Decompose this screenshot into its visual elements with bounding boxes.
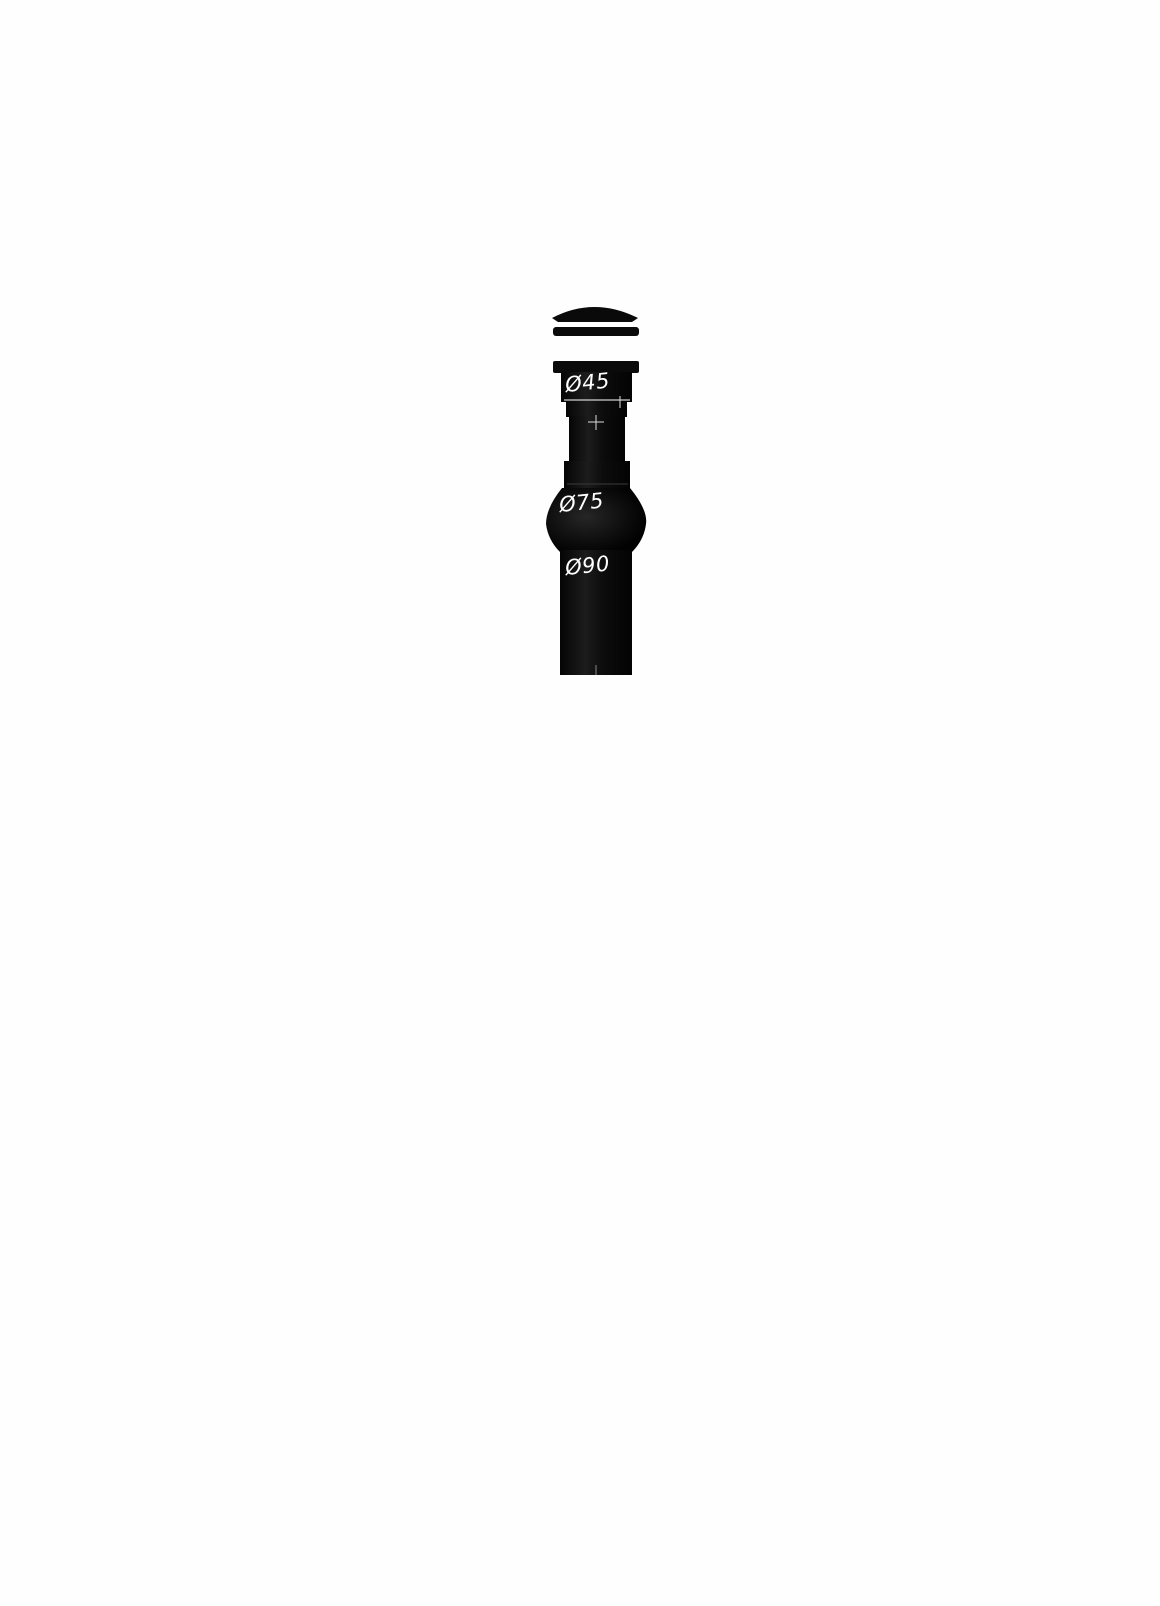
shoulder-ring	[564, 461, 630, 489]
lower-pipe-body	[560, 550, 632, 675]
top-diameter-label: Ø45	[563, 368, 611, 397]
collar-step	[566, 401, 627, 417]
shoulder	[564, 461, 630, 489]
neck-pipe-body	[569, 416, 625, 464]
cap	[552, 307, 639, 336]
trap-bulb	[546, 488, 647, 552]
neck-pipe	[569, 396, 625, 464]
bottom-diameter-label: Ø90	[563, 551, 611, 580]
cap-rim	[553, 327, 639, 336]
collar-flange	[553, 361, 639, 373]
middle-diameter-label: Ø75	[557, 488, 605, 517]
cap-dome	[552, 307, 638, 322]
lower-pipe	[560, 550, 632, 675]
